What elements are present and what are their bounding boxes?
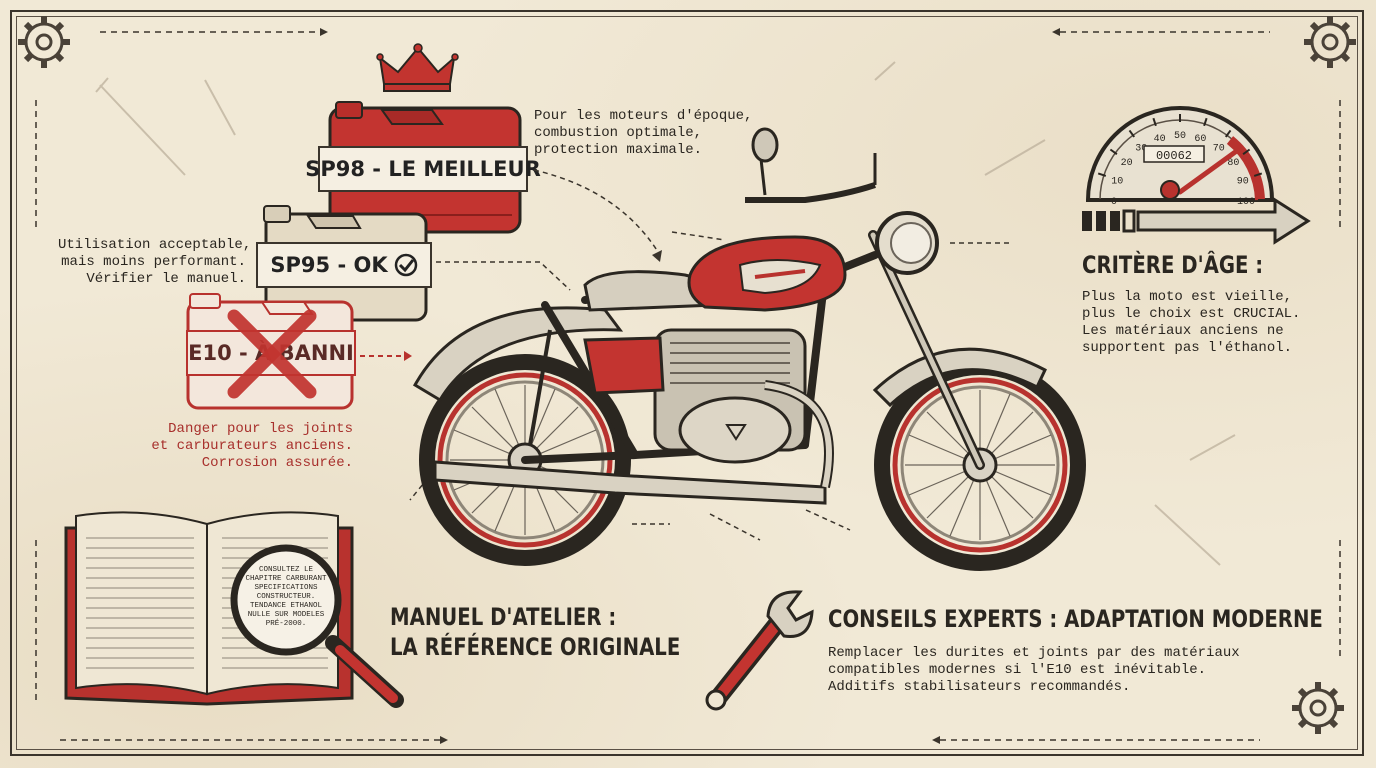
tips-title: CONSEILS EXPERTS : ADAPTATION MODERNE: [828, 605, 1323, 633]
sp98-label: SP98 - LE MEILLEUR: [305, 146, 541, 192]
magnifier-icon: [230, 544, 404, 708]
gauge-tick-label: 100: [1237, 197, 1255, 208]
gauge-tick: [1128, 129, 1136, 138]
gauge-tick-label: 10: [1111, 177, 1123, 188]
magnifier-text: CONSULTEZ LE CHAPITRE CARBURANT SPECIFIC…: [245, 566, 327, 628]
checkmark-icon: [394, 253, 417, 277]
gauge-tick: [1253, 172, 1263, 177]
gauge-tick-label: 60: [1194, 134, 1206, 145]
gauge-tick-label: 40: [1154, 134, 1166, 145]
gauge-tick: [1203, 117, 1208, 127]
cross-icon: [227, 309, 317, 399]
crown-icon: [376, 43, 459, 92]
gauge-tick-label: 50: [1174, 131, 1186, 142]
gauge-tick: [1152, 117, 1157, 127]
e10-note: Danger pour les joints et carburateurs a…: [151, 421, 353, 471]
gauge-tick-label: 30: [1135, 144, 1147, 155]
gauge-tick-label: 80: [1227, 158, 1239, 169]
sp98-note: Pour les moteurs d'époque, combustion op…: [534, 108, 753, 158]
gauge-tick-label: 70: [1213, 144, 1225, 155]
gauge-tick-label: 0: [1111, 197, 1117, 208]
gauge-tick: [1109, 148, 1118, 156]
gauge-tick-label: 90: [1237, 177, 1249, 188]
age-title: CRITÈRE D'ÂGE :: [1082, 251, 1264, 279]
outer-frame: [10, 10, 1364, 756]
odometer-readout: 00062: [1156, 149, 1192, 163]
inner-frame: [16, 16, 1358, 750]
gauge-tick: [1097, 172, 1107, 177]
motorcycle-illustration: [412, 127, 1086, 571]
gauge-tick: [1224, 129, 1232, 138]
gauge-tick: [1242, 148, 1251, 156]
wrench-icon: [705, 590, 814, 711]
sp95-label: SP95 - OK: [256, 242, 432, 288]
manual-title: MANUEL D'ATELIER : LA RÉFÉRENCE ORIGINAL…: [390, 603, 681, 661]
gauge-tick-label: 20: [1121, 158, 1133, 169]
sp95-label-text: SP95 - OK: [270, 253, 388, 277]
sp95-note: Utilisation acceptable, mais moins perfo…: [58, 237, 252, 287]
gauge-needle: [1177, 147, 1241, 195]
age-text: Plus la moto est vieille, plus le choix …: [1082, 289, 1301, 356]
tips-text: Remplacer les durites et joints par des …: [828, 645, 1240, 695]
age-arrow-icon: [1082, 197, 1311, 245]
